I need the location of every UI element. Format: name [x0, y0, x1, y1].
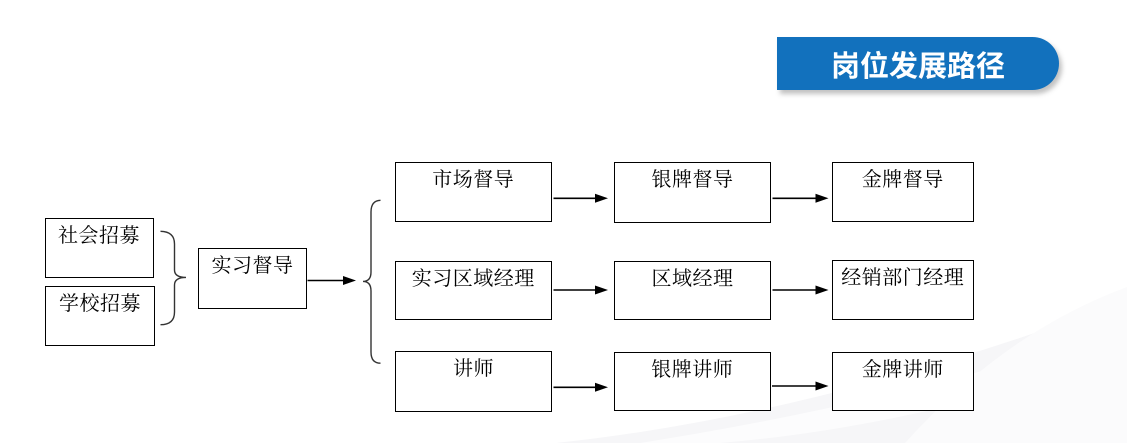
node-label: 讲师 — [453, 358, 494, 380]
node-label: 实习督导 — [211, 255, 294, 277]
node-gold-supervisor: 金牌督导 — [831, 162, 974, 222]
node-intern-regional-manager: 实习区域经理 — [395, 260, 552, 320]
swoosh-ribbon-highlight — [640, 328, 1127, 443]
node-lecturer: 讲师 — [395, 351, 552, 412]
brace-left-icon — [362, 199, 381, 364]
arrow-row2-stage1-stage2 — [553, 285, 608, 295]
node-label: 学校招募 — [59, 292, 141, 315]
arrow-row1-stage1-stage2 — [553, 193, 608, 203]
node-distribution-dept-manager: 经销部门经理 — [831, 260, 974, 320]
arrow-row3-stage2-stage3 — [772, 381, 829, 391]
node-label: 银牌讲师 — [651, 359, 734, 381]
node-regional-manager: 区域经理 — [614, 260, 771, 320]
arrow-row3-stage1-stage2 — [553, 382, 608, 392]
node-label: 金牌督导 — [861, 169, 944, 191]
page-title: 岗位发展路径 — [830, 50, 1005, 83]
node-recruit-social: 社会招募 — [44, 218, 154, 278]
node-label: 区域经理 — [651, 267, 734, 290]
title-banner: 岗位发展路径 — [777, 37, 1059, 90]
node-market-supervisor: 市场督导 — [395, 162, 552, 222]
node-label: 金牌讲师 — [861, 359, 944, 381]
node-silver-supervisor: 银牌督导 — [614, 162, 771, 223]
node-intern-supervisor: 实习督导 — [198, 248, 307, 309]
node-label: 银牌督导 — [651, 169, 734, 191]
arrow-entry-to-brace — [307, 276, 356, 285]
node-label: 社会招募 — [58, 225, 140, 247]
node-silver-lecturer: 银牌讲师 — [613, 352, 771, 411]
node-gold-lecturer: 金牌讲师 — [831, 352, 974, 411]
node-label: 经销部门经理 — [841, 267, 965, 289]
bracket-right-icon — [160, 230, 187, 326]
arrow-row2-stage2-stage3 — [772, 285, 829, 295]
node-recruit-school: 学校招募 — [45, 285, 155, 346]
node-label: 实习区域经理 — [411, 267, 535, 290]
node-label: 市场督导 — [432, 169, 515, 191]
arrow-row1-stage2-stage3 — [772, 193, 829, 203]
